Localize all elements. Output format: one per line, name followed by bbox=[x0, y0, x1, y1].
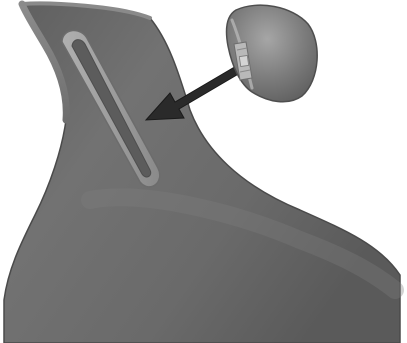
seat-back-shell bbox=[4, 4, 400, 343]
